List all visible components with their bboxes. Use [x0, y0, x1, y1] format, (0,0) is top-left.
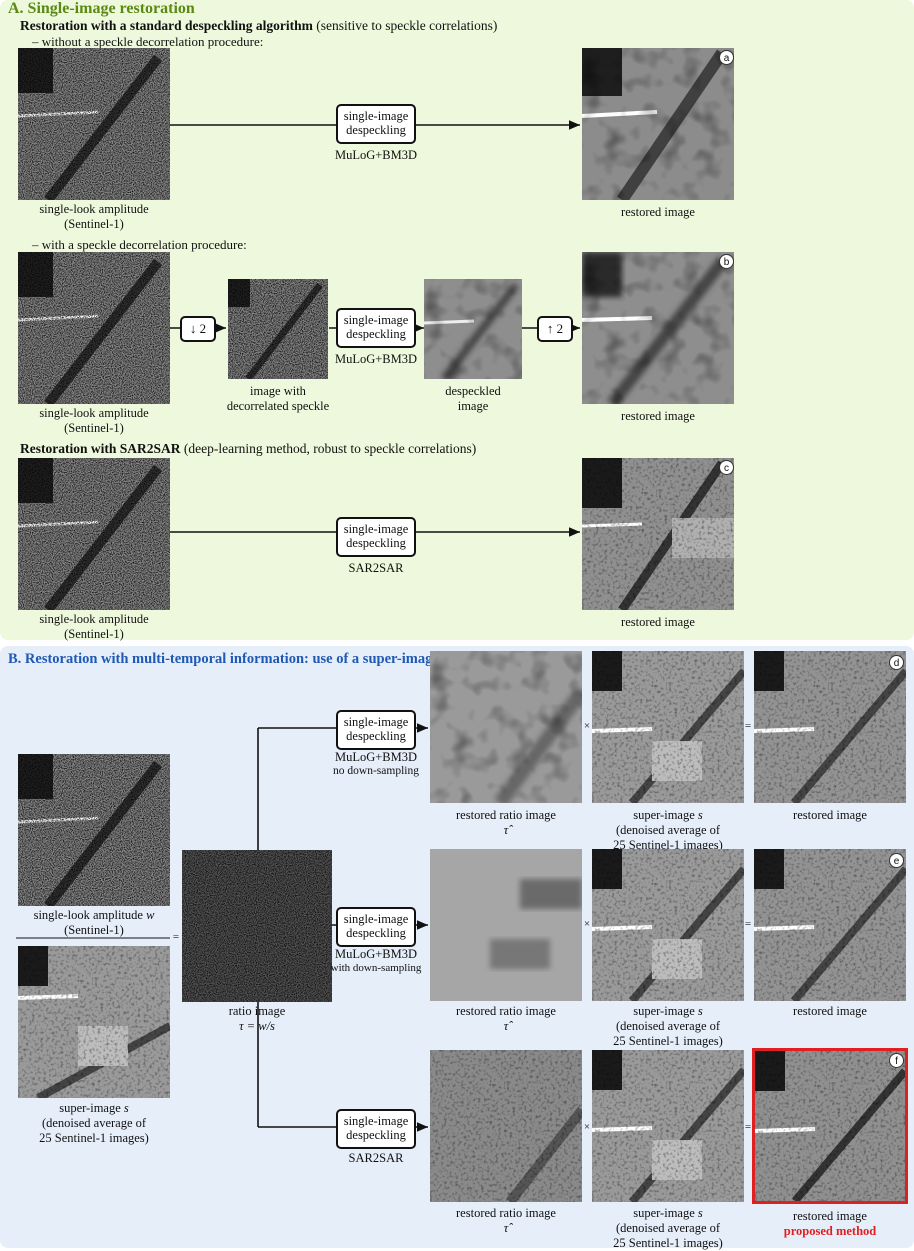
restored-image-a-graphic [582, 48, 734, 200]
super-image-graphic [592, 849, 744, 1001]
restored-image-e-graphic [754, 849, 906, 1001]
row-c-algorithm: SAR2SAR [348, 561, 404, 575]
ratio-e-graphic [430, 849, 582, 1001]
restored-image-e [754, 849, 906, 1001]
with-decorrelation-label: – with a speckle decorrelation procedure… [32, 237, 247, 252]
restored-image-b-graphic [582, 252, 734, 404]
despeckled-image [424, 279, 522, 379]
restored-image-a [582, 48, 734, 200]
restored-ratio-image-d [430, 651, 582, 803]
super-image-graphic [18, 946, 170, 1098]
ratio-f-graphic [430, 1050, 582, 1202]
input-image-a [18, 48, 170, 200]
sar2sar-heading: Restoration with SAR2SAR (deep-learning … [20, 441, 477, 456]
standard-algorithm-heading: Restoration with a standard despeckling … [20, 18, 498, 33]
restored-image-c-graphic [582, 458, 734, 610]
input-image-c [18, 458, 170, 610]
restored-ratio-image-f [430, 1050, 582, 1202]
speckled-sar-image [18, 458, 170, 610]
restored-caption-e: restored image [793, 1004, 867, 1018]
super-image-d [592, 651, 744, 803]
restored-image-f-graphic [755, 1051, 905, 1201]
panel-a-title: A. Single-image restoration [8, 0, 195, 17]
ratio-image-graphic [182, 850, 332, 1002]
restored-caption-d: restored image [793, 808, 867, 822]
branch-f-algorithm: SAR2SAR [348, 1151, 404, 1165]
badge-a: a [719, 50, 734, 65]
super-image-f [592, 1050, 744, 1202]
times-d: × [583, 720, 591, 732]
times-e: × [583, 918, 591, 930]
decorrelated-image [228, 279, 328, 379]
restored-image-b [582, 252, 734, 404]
speckled-sar-image [18, 252, 170, 404]
restored-ratio-image-e [430, 849, 582, 1001]
restored-image-c [582, 458, 734, 610]
row-c-output-caption: restored image [621, 615, 695, 629]
downsample-box: ↓ 2 [180, 316, 216, 342]
row-b-algorithm: MuLoG+BM3D [334, 352, 418, 366]
badge-e: e [889, 853, 904, 868]
speckled-sar-image [18, 48, 170, 200]
input-w-caption: single-look amplitude w(Sentinel-1) [33, 908, 155, 937]
despeckled-image-graphic [424, 279, 522, 379]
badge-b: b [719, 254, 734, 269]
super-image-graphic [592, 1050, 744, 1202]
ratio-image [182, 850, 332, 1002]
equals-f: = [744, 1121, 752, 1133]
badge-c: c [719, 460, 734, 475]
without-decorrelation-label: – without a speckle decorrelation proced… [32, 34, 264, 49]
badge-d: d [889, 655, 904, 670]
input-image-w [18, 754, 170, 906]
row-b-output-caption: restored image [621, 409, 695, 423]
equals-d: = [744, 720, 752, 732]
upsample-box: ↑ 2 [537, 316, 573, 342]
super-image-input [18, 946, 170, 1098]
badge-f: f [889, 1053, 904, 1068]
row-c-input-caption: single-look amplitude(Sentinel-1) [39, 612, 149, 641]
row-a-algorithm: MuLoG+BM3D [334, 148, 418, 162]
row-b-input-caption: single-look amplitude(Sentinel-1) [39, 406, 149, 435]
ratio-d-graphic [430, 651, 582, 803]
times-f: × [583, 1121, 591, 1133]
decorrelated-image-graphic [228, 279, 328, 379]
panel-b-title: B. Restoration with multi-temporal infor… [8, 651, 439, 667]
input-image-b [18, 252, 170, 404]
restored-image-d [754, 651, 906, 803]
restored-image-f-proposed [752, 1048, 908, 1204]
super-image-graphic [592, 651, 744, 803]
row-a-input-caption: single-look amplitude(Sentinel-1) [39, 202, 149, 231]
restored-image-d-graphic [754, 651, 906, 803]
fraction-equals: = [172, 931, 180, 943]
proposed-method-label: proposed method [783, 1224, 877, 1238]
speckled-sar-image [18, 754, 170, 906]
equals-e: = [744, 918, 752, 930]
super-image-e [592, 849, 744, 1001]
row-a-output-caption: restored image [621, 205, 695, 219]
